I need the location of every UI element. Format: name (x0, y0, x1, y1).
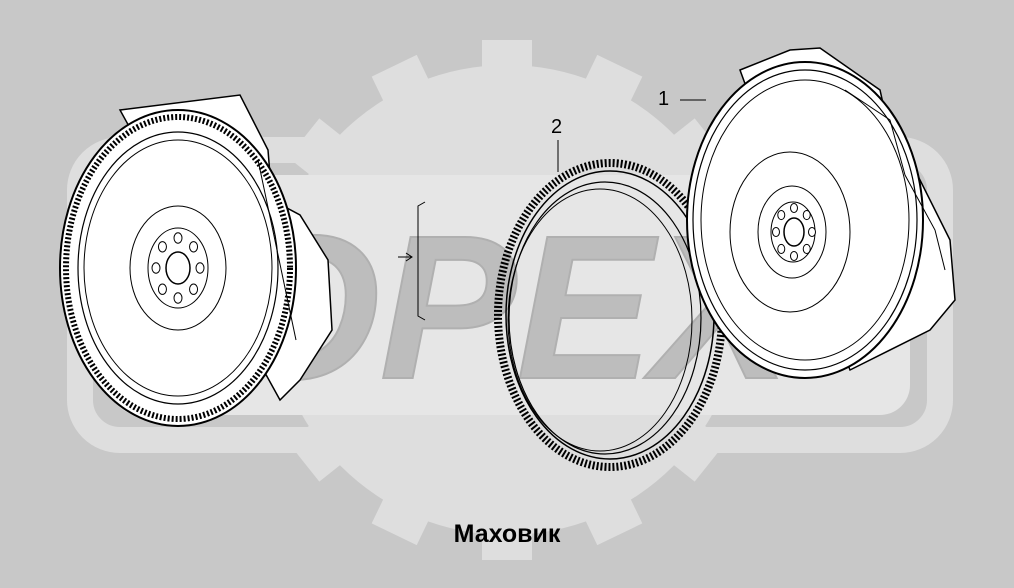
flywheel-right-view (686, 47, 956, 379)
gear-tooth (482, 520, 532, 560)
gear-tooth (579, 54, 643, 113)
bolt-hole (808, 226, 816, 238)
bolt-hole (189, 241, 199, 253)
gear-tooth (579, 487, 643, 546)
bolt-hole (802, 209, 811, 221)
gear-tooth (371, 54, 435, 113)
flywheel-left-view (59, 94, 333, 427)
bolt-hole (173, 292, 183, 304)
bolt-hole (777, 209, 786, 221)
dimension-bracket (398, 201, 426, 321)
bolt-hole (151, 262, 161, 274)
bolt-hole (802, 243, 811, 255)
bolt-hole (777, 243, 786, 255)
gear-tooth (371, 487, 435, 546)
bolt-hole (772, 226, 780, 238)
bolt-hole (189, 283, 199, 295)
bolt-hole (157, 241, 167, 253)
bolt-hole (173, 232, 183, 244)
leader-lines (557, 99, 706, 172)
bolt-hole (790, 250, 798, 262)
bolt-hole (157, 283, 167, 295)
diagram-caption: Маховик (453, 520, 561, 548)
bolt-hole (195, 262, 205, 274)
gear-tooth (482, 40, 532, 80)
bolt-hole (790, 202, 798, 214)
callout-2: 2 (551, 116, 563, 138)
callout-1: 1 (658, 88, 670, 110)
